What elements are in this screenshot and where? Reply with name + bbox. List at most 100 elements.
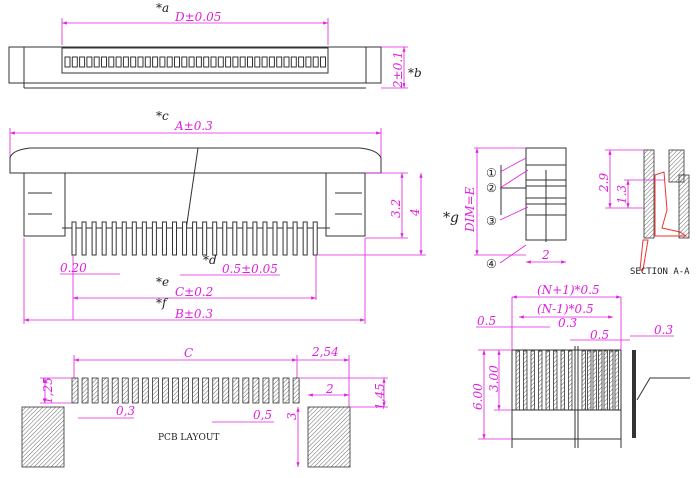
top-contact xyxy=(166,56,173,68)
fpc-dim-6-00: 6.00 xyxy=(471,383,485,410)
fpc-contact xyxy=(592,350,597,411)
pcb-pad xyxy=(71,377,79,404)
top-contact xyxy=(290,56,297,68)
callout-4: ④ xyxy=(486,257,497,271)
pcb-pad xyxy=(262,377,270,404)
pcb-pad xyxy=(272,377,280,404)
pin xyxy=(182,221,188,256)
pcb-dim-1-45: 1,45 xyxy=(373,383,387,410)
fpc-contact xyxy=(581,350,586,411)
top-contact xyxy=(210,56,217,68)
pin xyxy=(192,221,198,256)
pcb-pad xyxy=(111,377,119,404)
dim-4: 4 xyxy=(408,208,422,217)
pcb-pad xyxy=(141,377,149,404)
fpc-contact xyxy=(603,350,608,411)
top-contact xyxy=(64,56,71,68)
pin xyxy=(71,221,77,256)
pin xyxy=(111,221,117,256)
top-contact xyxy=(159,56,166,68)
pcb-pad xyxy=(172,377,179,404)
pcb-pad xyxy=(131,377,139,404)
top-contact xyxy=(115,56,122,68)
top-contact xyxy=(79,56,86,68)
pin xyxy=(131,221,137,256)
top-contact xyxy=(174,56,180,68)
pcb-pad xyxy=(282,377,290,404)
callout-1: ① xyxy=(486,166,497,180)
pcb-dim-2-54: 2,54 xyxy=(311,345,339,359)
pcb-pad xyxy=(101,377,109,404)
callout-2: ② xyxy=(486,181,497,195)
dim-a: A±0.3 xyxy=(174,119,213,133)
pcb-pad xyxy=(121,377,129,404)
pcb-pad xyxy=(162,377,169,404)
top-contact xyxy=(312,56,319,68)
dim-b: B±0.3 xyxy=(174,307,213,321)
pcb-dim-0-5: 0,5 xyxy=(253,408,272,422)
top-contact xyxy=(71,56,78,68)
dim-1-3: 1.3 xyxy=(615,185,629,204)
fpc-contact xyxy=(530,350,535,411)
top-contact xyxy=(305,56,312,68)
fpc-contact xyxy=(614,350,619,411)
pcb-pad xyxy=(232,377,240,404)
fpc-contact xyxy=(545,350,550,411)
dim-pitch: 0.5±0.05 xyxy=(222,262,278,276)
pin xyxy=(212,221,218,256)
pcb-pad xyxy=(212,377,220,404)
dim-c: C±0.2 xyxy=(175,285,213,299)
pin xyxy=(141,221,147,256)
top-contact xyxy=(320,56,326,68)
fpc-contact xyxy=(568,350,573,411)
note-c: *c xyxy=(156,109,169,123)
note-d: *d xyxy=(203,253,217,267)
top-contact xyxy=(152,56,159,68)
pcb-pad xyxy=(222,377,230,404)
fpc-contact xyxy=(523,350,528,411)
top-view: *a D±0.05 2±0.1 *b xyxy=(8,1,422,89)
pin xyxy=(172,221,177,256)
pcb-dim-c: C xyxy=(184,346,193,360)
pcb-pad xyxy=(292,377,300,404)
pin xyxy=(292,221,298,256)
side-view: DIM=E *g ① ② ③ ④ 2 xyxy=(443,147,567,271)
pin xyxy=(262,221,268,256)
fpc-contact xyxy=(515,350,520,411)
top-contact xyxy=(195,56,202,68)
top-contact xyxy=(122,56,129,68)
dim-d: D±0.05 xyxy=(174,10,221,24)
dim-height: 2±0.1 xyxy=(391,51,405,89)
fpc-contact xyxy=(609,350,614,411)
top-contact xyxy=(86,56,93,68)
pin xyxy=(202,221,208,256)
pin xyxy=(91,221,97,256)
fpc-dim-n-plus-1: (N+1)*0.5 xyxy=(537,283,600,297)
top-contact xyxy=(188,56,195,68)
fpc-dim-3-00: 3.00 xyxy=(487,365,501,392)
fpc-contact xyxy=(553,350,558,411)
pin xyxy=(242,221,248,256)
pin xyxy=(81,221,87,256)
pcb-layout: C 2,54 1,25 1,45 2 0,3 0,5 3 PCB LAYOUT xyxy=(21,345,388,468)
pin xyxy=(252,221,258,256)
top-contact xyxy=(261,56,268,68)
note-g: *g xyxy=(443,210,459,226)
pcb-pad xyxy=(252,377,260,404)
fpc-dim-0-5-mid: 0.5 xyxy=(590,328,609,342)
fpc-detail: (N+1)*0.5 (N-1)*0.5 0.5 0.3 0.5 0.3 6.00… xyxy=(471,283,690,448)
pin xyxy=(232,221,238,256)
dim-2-9: 2.9 xyxy=(597,173,611,193)
top-contact xyxy=(276,56,283,68)
fpc-contact xyxy=(587,350,592,411)
top-contact xyxy=(203,56,210,68)
callout-3: ③ xyxy=(486,214,497,228)
top-contact xyxy=(181,56,188,68)
fpc-dim-0-3-mid: 0.3 xyxy=(558,316,577,330)
top-contact xyxy=(239,56,246,68)
top-contact xyxy=(225,56,232,68)
top-contact xyxy=(130,56,137,68)
pin xyxy=(282,221,288,256)
top-contact xyxy=(217,56,224,68)
